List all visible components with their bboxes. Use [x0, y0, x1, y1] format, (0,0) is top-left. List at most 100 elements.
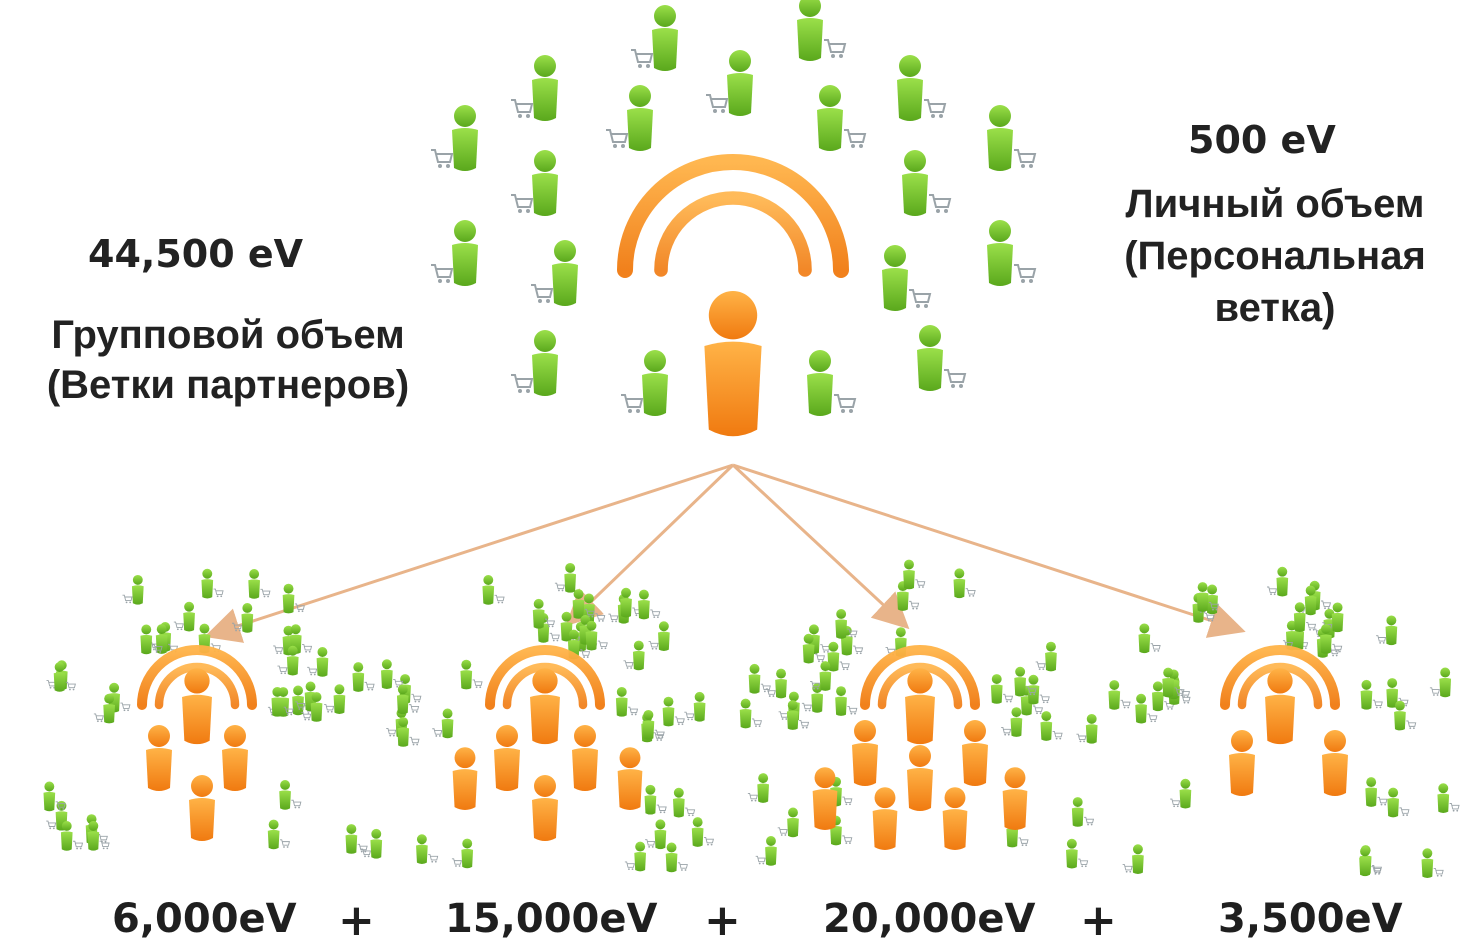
person-green-icon: [532, 150, 558, 216]
person-green-icon: [1132, 844, 1144, 874]
shopping-cart-icon: [511, 194, 534, 213]
broadcast-arcs-icon: [485, 645, 605, 710]
arrow-to-branch-4: [732, 463, 1246, 638]
shopping-cart-icon: [291, 799, 302, 809]
shopping-cart-icon: [1026, 686, 1037, 696]
shopping-cart-icon: [703, 836, 714, 846]
shopping-cart-icon: [1035, 661, 1046, 671]
shopping-cart-icon: [751, 718, 762, 727]
broadcast-arcs-icon: [137, 645, 257, 710]
person-green-icon: [1276, 566, 1289, 597]
person-green-icon: [882, 245, 908, 311]
person-green-icon: [917, 325, 943, 391]
branch-2-value: 15,000eV: [445, 896, 658, 942]
branch-2-cluster: [360, 562, 714, 873]
person-orange-icon: [532, 775, 558, 841]
shopping-cart-icon: [273, 645, 284, 655]
shopping-cart-icon: [1122, 864, 1133, 873]
person-green-icon: [585, 620, 598, 651]
branch-3-cluster: [739, 559, 1098, 869]
shopping-cart-icon: [277, 665, 288, 675]
shopping-cart-icon: [1406, 720, 1417, 730]
shopping-cart-icon: [1429, 687, 1440, 696]
shopping-cart-icon: [755, 855, 766, 865]
person-green-icon: [835, 686, 847, 716]
shopping-cart-icon: [122, 594, 133, 604]
group-volume-title: Групповой объем (Ветки партнеров): [8, 310, 448, 410]
person-orange-icon: [182, 668, 212, 745]
person-green-icon: [43, 781, 56, 812]
shopping-cart-icon: [1372, 699, 1383, 709]
person-orange-icon: [452, 747, 478, 810]
person-green-icon: [642, 350, 668, 416]
shopping-cart-icon: [1306, 622, 1317, 631]
group-volume-title-line2: (Ветки партнеров): [46, 363, 410, 407]
person-green-icon: [381, 659, 393, 689]
person-green-icon: [1360, 679, 1373, 710]
shopping-cart-icon: [677, 862, 688, 871]
person-orange-icon: [572, 725, 598, 791]
person-green-icon: [1045, 641, 1057, 672]
person-green-icon: [572, 589, 585, 619]
person-green-icon: [131, 574, 144, 605]
shopping-cart-icon: [839, 661, 850, 671]
person-orange-icon: [1265, 668, 1295, 745]
shopping-cart-icon: [924, 99, 947, 118]
plus-sign-3: +: [1080, 895, 1117, 946]
person-green-icon: [267, 819, 280, 850]
shopping-cart-icon: [431, 149, 454, 168]
person-green-icon: [286, 645, 299, 676]
shopping-cart-icon: [544, 618, 555, 628]
shopping-cart-icon: [656, 804, 667, 814]
shopping-cart-icon: [260, 588, 271, 598]
person-orange-icon: [222, 725, 248, 791]
person-green-icon: [1421, 848, 1434, 879]
shopping-cart-icon: [1147, 713, 1158, 723]
person-green-icon: [1394, 700, 1406, 731]
personal-volume-title-line3: ветка): [1214, 286, 1336, 330]
person-green-icon: [691, 817, 704, 847]
person-green-icon: [897, 55, 923, 121]
shopping-cart-icon: [1001, 727, 1012, 736]
person-green-icon: [248, 569, 260, 599]
person-green-icon: [1162, 667, 1175, 698]
person-green-icon: [452, 220, 478, 286]
shopping-cart-icon: [432, 728, 443, 737]
shopping-cart-icon: [360, 848, 371, 858]
person-green-icon: [693, 691, 706, 722]
shopping-cart-icon: [1377, 796, 1388, 806]
person-green-icon: [461, 838, 474, 869]
group-volume-value: 44,500 eV: [88, 232, 304, 276]
shopping-cart-icon: [1076, 733, 1087, 743]
person-green-icon: [1439, 667, 1452, 698]
shopping-cart-icon: [799, 720, 810, 729]
person-green-icon: [1386, 678, 1399, 708]
shopping-cart-icon: [777, 827, 788, 836]
shopping-cart-icon: [847, 706, 858, 715]
shopping-cart-icon: [1433, 868, 1444, 877]
shopping-cart-icon: [1399, 807, 1410, 816]
shopping-cart-icon: [606, 129, 629, 148]
person-orange-icon: [962, 720, 988, 786]
person-green-icon: [310, 692, 323, 722]
shopping-cart-icon: [608, 613, 619, 623]
shopping-cart-icon: [648, 641, 659, 650]
person-green-icon: [727, 50, 753, 116]
person-green-icon: [1385, 615, 1398, 646]
shopping-cart-icon: [307, 666, 318, 676]
shopping-cart-icon: [1150, 643, 1161, 652]
shopping-cart-icon: [1018, 837, 1029, 847]
person-green-icon: [316, 647, 329, 677]
person-green-icon: [183, 601, 195, 632]
arrow-to-branch-2: [565, 463, 735, 627]
shopping-cart-icon: [654, 729, 665, 739]
person-green-icon: [482, 575, 495, 605]
person-green-icon: [1196, 582, 1209, 612]
person-green-icon: [292, 685, 304, 716]
shopping-cart-icon: [549, 632, 560, 642]
person-green-icon: [1179, 778, 1192, 809]
person-green-icon: [665, 842, 678, 873]
shopping-cart-icon: [302, 644, 313, 653]
shopping-cart-icon: [778, 711, 789, 720]
